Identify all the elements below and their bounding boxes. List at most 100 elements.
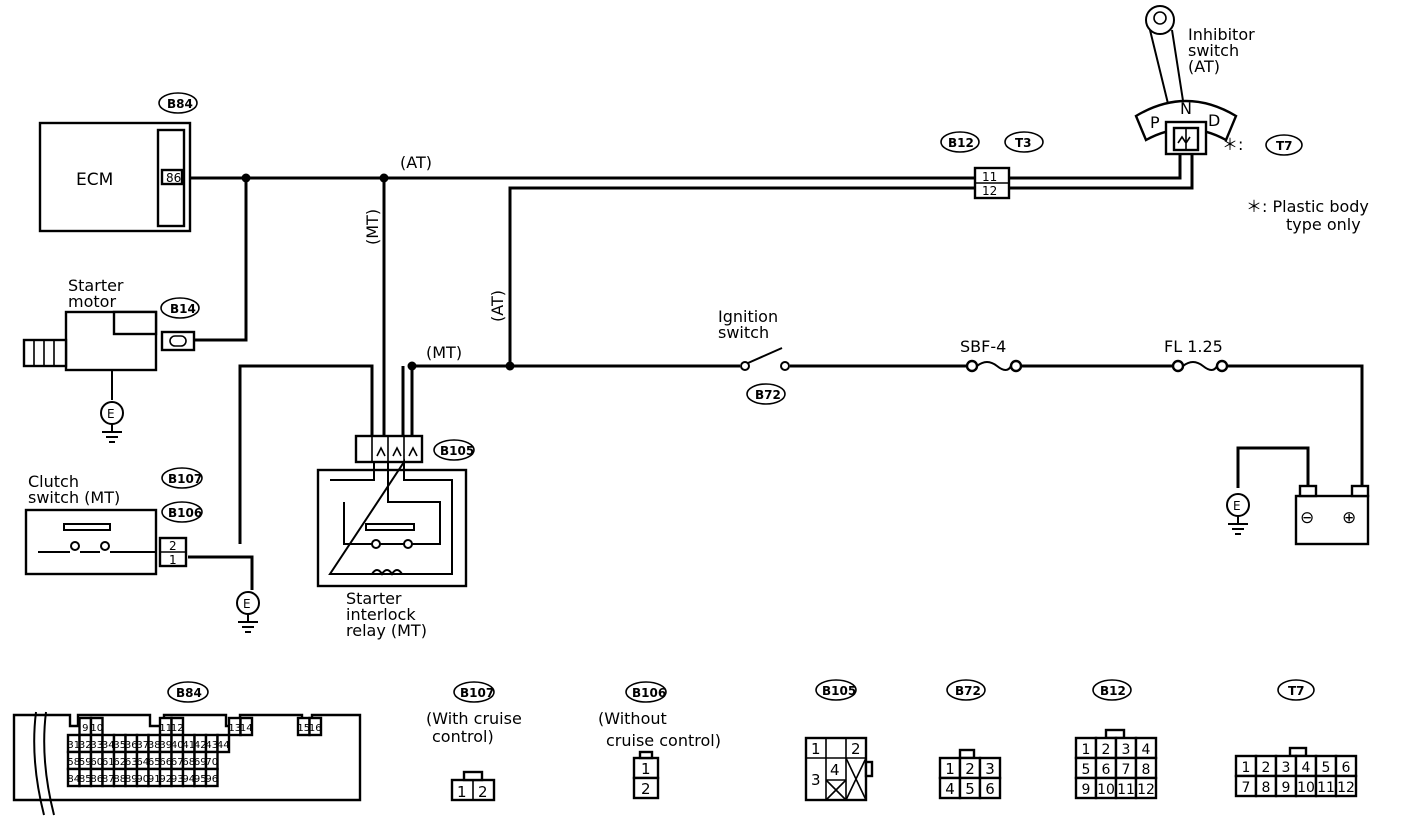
pin-number: 89 [125, 774, 138, 785]
b106-view-pin-2 [632, 776, 660, 800]
b12-pin-12: 12 [982, 184, 997, 198]
pin-number: 14 [240, 723, 253, 734]
ignition-switch-contact [747, 347, 783, 364]
junction-dot [241, 173, 251, 183]
b72-view-label: B72 [955, 684, 981, 698]
clutch-switch-label-line1: Clutch [28, 472, 79, 491]
junction-dot [505, 361, 515, 371]
connector-tag-b106 [625, 681, 667, 703]
pin-number: 12 [171, 723, 184, 734]
connector-tag-b105 [433, 439, 475, 461]
pin-cell [978, 776, 1002, 800]
battery-body [1294, 494, 1370, 546]
junctions [241, 173, 515, 371]
connector-tag-b14 [160, 297, 200, 319]
pin-cell [308, 716, 323, 737]
pin-number: 35 [113, 740, 126, 751]
ecm-label: ECM [76, 170, 113, 190]
connector-tag-b105 [815, 679, 857, 701]
pin-number: 7 [1122, 762, 1131, 778]
b105-pin-2: 2 [851, 740, 861, 758]
ignition-label-line1: Ignition [718, 307, 778, 326]
pin-number: 96 [205, 774, 218, 785]
pin-number: 4 [1142, 742, 1151, 758]
b106-pin-1: 1 [641, 760, 651, 778]
ecm-connector-label: B84 [167, 97, 193, 111]
inhibitor-pos-p: P [1150, 113, 1160, 132]
clutch-switch-label-line2: switch (MT) [28, 488, 120, 507]
pin-number: 92 [159, 774, 172, 785]
b107-caption-line2: control) [432, 727, 494, 746]
battery-positive-terminal [1350, 484, 1370, 498]
pin-number: 63 [125, 757, 138, 768]
pin-number: 91 [148, 774, 161, 785]
starter-motor-connector [160, 330, 196, 352]
pin-number: 2 [965, 760, 975, 778]
pin-number: 6 [985, 780, 995, 798]
note-line1: ＊: Plastic body [1246, 197, 1369, 216]
pin-number: 44 [217, 740, 230, 751]
relay-label-line3: relay (MT) [346, 621, 427, 640]
clutch-pin-2: 2 [169, 539, 177, 553]
pin-number: 3 [1122, 742, 1131, 758]
connector-tag-t7 [1265, 134, 1303, 156]
pin-number: 3 [985, 760, 995, 778]
pin-number: 6 [1342, 760, 1351, 776]
pin-number: 94 [182, 774, 195, 785]
starter-motor-pinion [22, 338, 68, 368]
pin-number: 43 [205, 740, 218, 751]
ignition-connector-label: B72 [755, 388, 781, 402]
joint-connector-b12-t3: 11 12 B12 T3 [940, 131, 1044, 200]
clutch-switch-body [24, 508, 158, 576]
b106-pin-2: 2 [641, 780, 651, 798]
pin-number: 11 [159, 723, 172, 734]
pin-number: 58 [67, 757, 80, 768]
pin-number: 6 [1102, 762, 1111, 778]
starter-motor-label-line1: Starter [68, 276, 124, 295]
connector-tag-b72 [946, 679, 986, 701]
pin-number: 39 [159, 740, 172, 751]
inhibitor-connector-label: T7 [1276, 139, 1293, 153]
pin-cell [204, 767, 219, 788]
pin-number: 34 [102, 740, 115, 751]
connector-view-b105: B105 1 2 3 4 [804, 679, 874, 802]
starter-ground-label: E [107, 407, 115, 421]
clutch-connector-a-label: B107 [168, 472, 202, 486]
b84-view-label: B84 [176, 686, 202, 700]
pin-number: 88 [113, 774, 126, 785]
pin-number: 5 [965, 780, 975, 798]
wire-label-at-top: (AT) [400, 153, 432, 172]
pin-number: 95 [194, 774, 207, 785]
ecm-pin-cell [160, 168, 184, 186]
pin-number: 87 [102, 774, 115, 785]
pin-number: 90 [136, 774, 149, 785]
pin-number: 70 [205, 757, 218, 768]
b106-caption-line2: cruise control) [606, 731, 721, 750]
relay-body [316, 468, 468, 588]
pin-number: 61 [102, 757, 115, 768]
pin-number: 9 [82, 723, 88, 734]
pin-number: 1 [1082, 742, 1091, 758]
ecm-pin-86: 86 [166, 171, 181, 185]
b12-label: B12 [948, 136, 974, 150]
starter-motor-connector-label: B14 [170, 302, 196, 316]
pin-number: 7 [1242, 780, 1251, 796]
battery-positive-label: ⊕ [1342, 508, 1356, 528]
pin-number: 36 [125, 740, 138, 751]
pin-number: 4 [1302, 760, 1311, 776]
connector-view-b106: B106 (Without cruise control) 1 2 [598, 681, 721, 800]
fuse-sbf-4: SBF-4 [960, 337, 1023, 373]
pin-number: 1 [1242, 760, 1251, 776]
pin-number: 8 [1262, 780, 1271, 796]
pin-number: 11 [1117, 782, 1135, 798]
pin-number: 86 [90, 774, 103, 785]
pin-number: 66 [159, 757, 172, 768]
clutch-switch-contact [63, 523, 111, 531]
wiring [111, 150, 1364, 590]
connector-tag-b12 [1092, 679, 1132, 701]
